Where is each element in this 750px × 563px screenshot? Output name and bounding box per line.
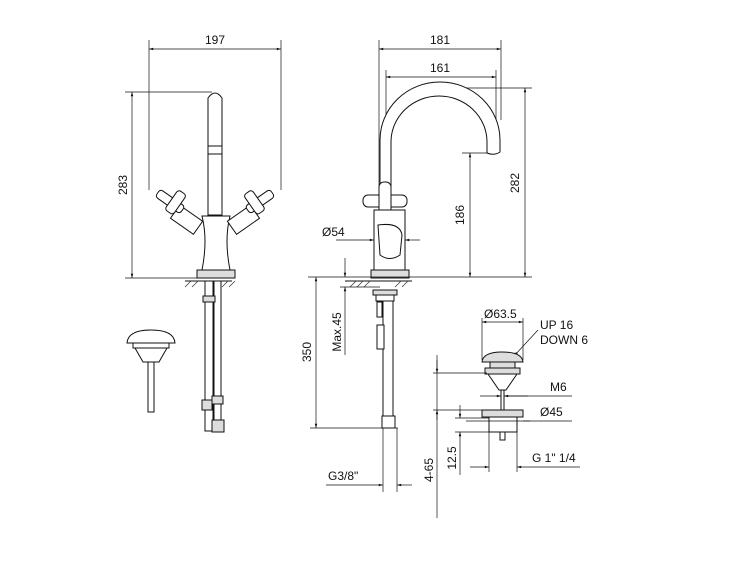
- dim-label-diameter-54: Ø54: [322, 225, 345, 239]
- popup-cap: [481, 351, 524, 363]
- tap-body: [201, 215, 231, 271]
- side-view: 181 161 282 186 Ø54: [300, 33, 532, 492]
- label-up-16: UP 16: [540, 318, 573, 332]
- label-down-6: DOWN 6: [540, 333, 588, 347]
- popup-flange: [481, 409, 524, 418]
- swivel-spout: [379, 81, 501, 206]
- dim-label-283: 283: [116, 175, 130, 195]
- dim-label-12-5: 12.5: [445, 446, 459, 470]
- popup-waste-cap: [126, 329, 176, 344]
- base-plate: [196, 269, 236, 279]
- dim-label-g3-8: G3/8": [328, 469, 358, 483]
- dim-label-282: 282: [508, 173, 522, 193]
- dim-label-diameter-63-5: Ø63.5: [484, 307, 517, 321]
- front-view: 197 283: [116, 33, 282, 433]
- dim-label-g-1-1-4: G 1" 1/4: [532, 451, 576, 465]
- dim-label-350: 350: [300, 342, 314, 362]
- dim-label-diameter-45: Ø45: [540, 405, 563, 419]
- dim-label-161: 161: [430, 61, 450, 75]
- dim-label-m6: M6: [550, 380, 567, 394]
- dim-label-186: 186: [453, 205, 467, 225]
- dim-label-181: 181: [430, 33, 450, 47]
- dim-label-4-65: 4-65: [422, 458, 436, 482]
- dim-label-197: 197: [205, 33, 225, 47]
- dim-label-max-45: Max.45: [330, 312, 344, 352]
- popup-waste-detail: Ø63.5 UP 16 DOWN 6 4-65 M6 Ø45: [422, 307, 588, 518]
